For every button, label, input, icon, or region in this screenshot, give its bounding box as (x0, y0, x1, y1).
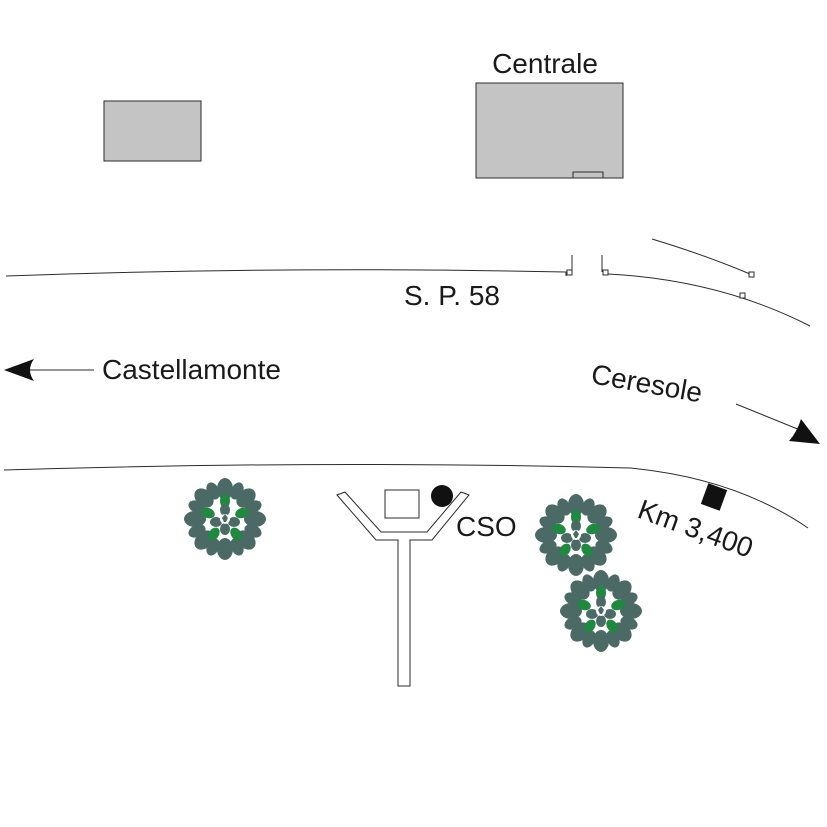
tree-icon (184, 478, 266, 560)
road-north-edge-east (607, 273, 811, 327)
road-south-edge (3, 463, 809, 529)
side-path-line (651, 238, 751, 275)
building-small (103, 100, 202, 162)
station-dot-icon (431, 485, 453, 507)
arrow-right-shaft (735, 403, 801, 431)
label-km: Km 3,400 (634, 494, 757, 564)
tree-icon (560, 570, 642, 652)
side-path-marker-1 (748, 271, 755, 278)
label-centrale: Centrale (492, 48, 598, 79)
station-box (384, 489, 420, 519)
arrow-left-icon (4, 359, 34, 381)
tree-icon (535, 494, 617, 576)
km-marker-icon (700, 483, 728, 511)
gate-post-west (566, 269, 573, 276)
road-north-edge-west (5, 269, 567, 277)
label-road: S. P. 58 (404, 280, 500, 311)
label-ceresole: Ceresole (589, 358, 705, 408)
gate-post-east (602, 269, 609, 276)
arrow-down-right-icon (789, 419, 820, 444)
label-cso: CSO (456, 511, 517, 542)
side-path-marker-2 (739, 292, 746, 299)
access-road (336, 491, 470, 687)
building-centrale-door (572, 171, 604, 179)
building-centrale (475, 82, 624, 179)
label-castellamonte: Castellamonte (102, 354, 281, 385)
